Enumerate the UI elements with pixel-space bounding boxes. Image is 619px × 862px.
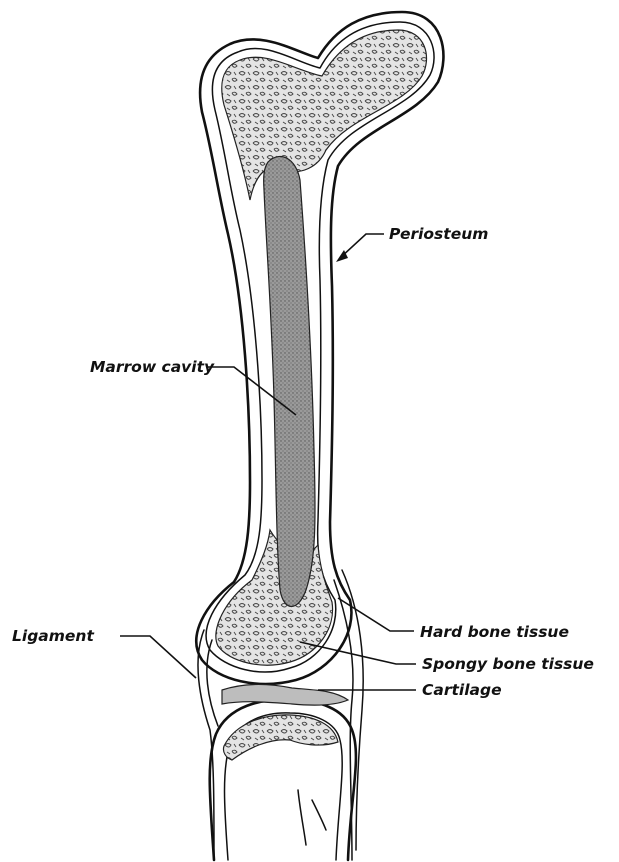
tibia-spongy-cap (223, 715, 338, 760)
label-marrow-cavity: Marrow cavity (90, 358, 215, 376)
label-hard-bone-tissue: Hard bone tissue (420, 623, 569, 641)
cartilage-layer (222, 685, 348, 706)
ligament-leader (120, 636, 196, 678)
label-periosteum: Periosteum (389, 225, 488, 243)
periosteum-leader (340, 234, 384, 258)
label-ligament: Ligament (12, 627, 94, 645)
femur (196, 12, 443, 684)
label-cartilage: Cartilage (422, 681, 502, 699)
tibia-crack (298, 790, 326, 845)
tibia (210, 700, 356, 860)
label-spongy-bone-tissue: Spongy bone tissue (422, 655, 594, 673)
